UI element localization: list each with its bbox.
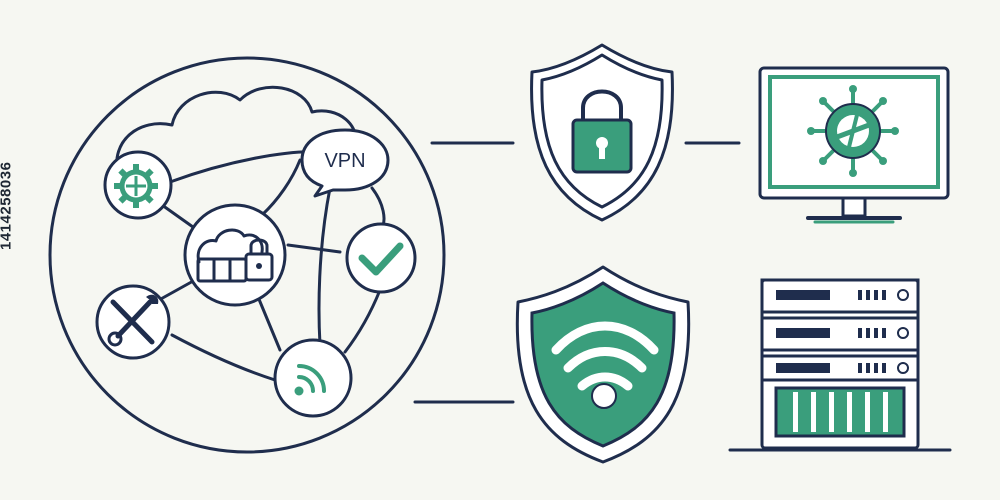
- checkmark-icon: [345, 222, 417, 294]
- cloud-lock-icon: [183, 203, 287, 307]
- virus-icon: [807, 85, 899, 177]
- monitor-virus-icon: [758, 66, 950, 224]
- network-circle: VPN: [48, 56, 446, 454]
- wifi-icon: [273, 338, 353, 418]
- connector-lines: [413, 141, 741, 404]
- cloud-icon: [115, 85, 358, 177]
- stock-id-label: 1414258036: [0, 161, 15, 250]
- server-rack-icon: [728, 278, 952, 452]
- gear-icon: [103, 150, 173, 220]
- vpn-bubble-icon: VPN: [300, 128, 390, 198]
- padlock-shield-icon: [530, 43, 674, 222]
- vpn-label: VPN: [324, 150, 365, 172]
- wifi-shield-icon: [515, 265, 691, 464]
- tools-icon: [95, 284, 171, 360]
